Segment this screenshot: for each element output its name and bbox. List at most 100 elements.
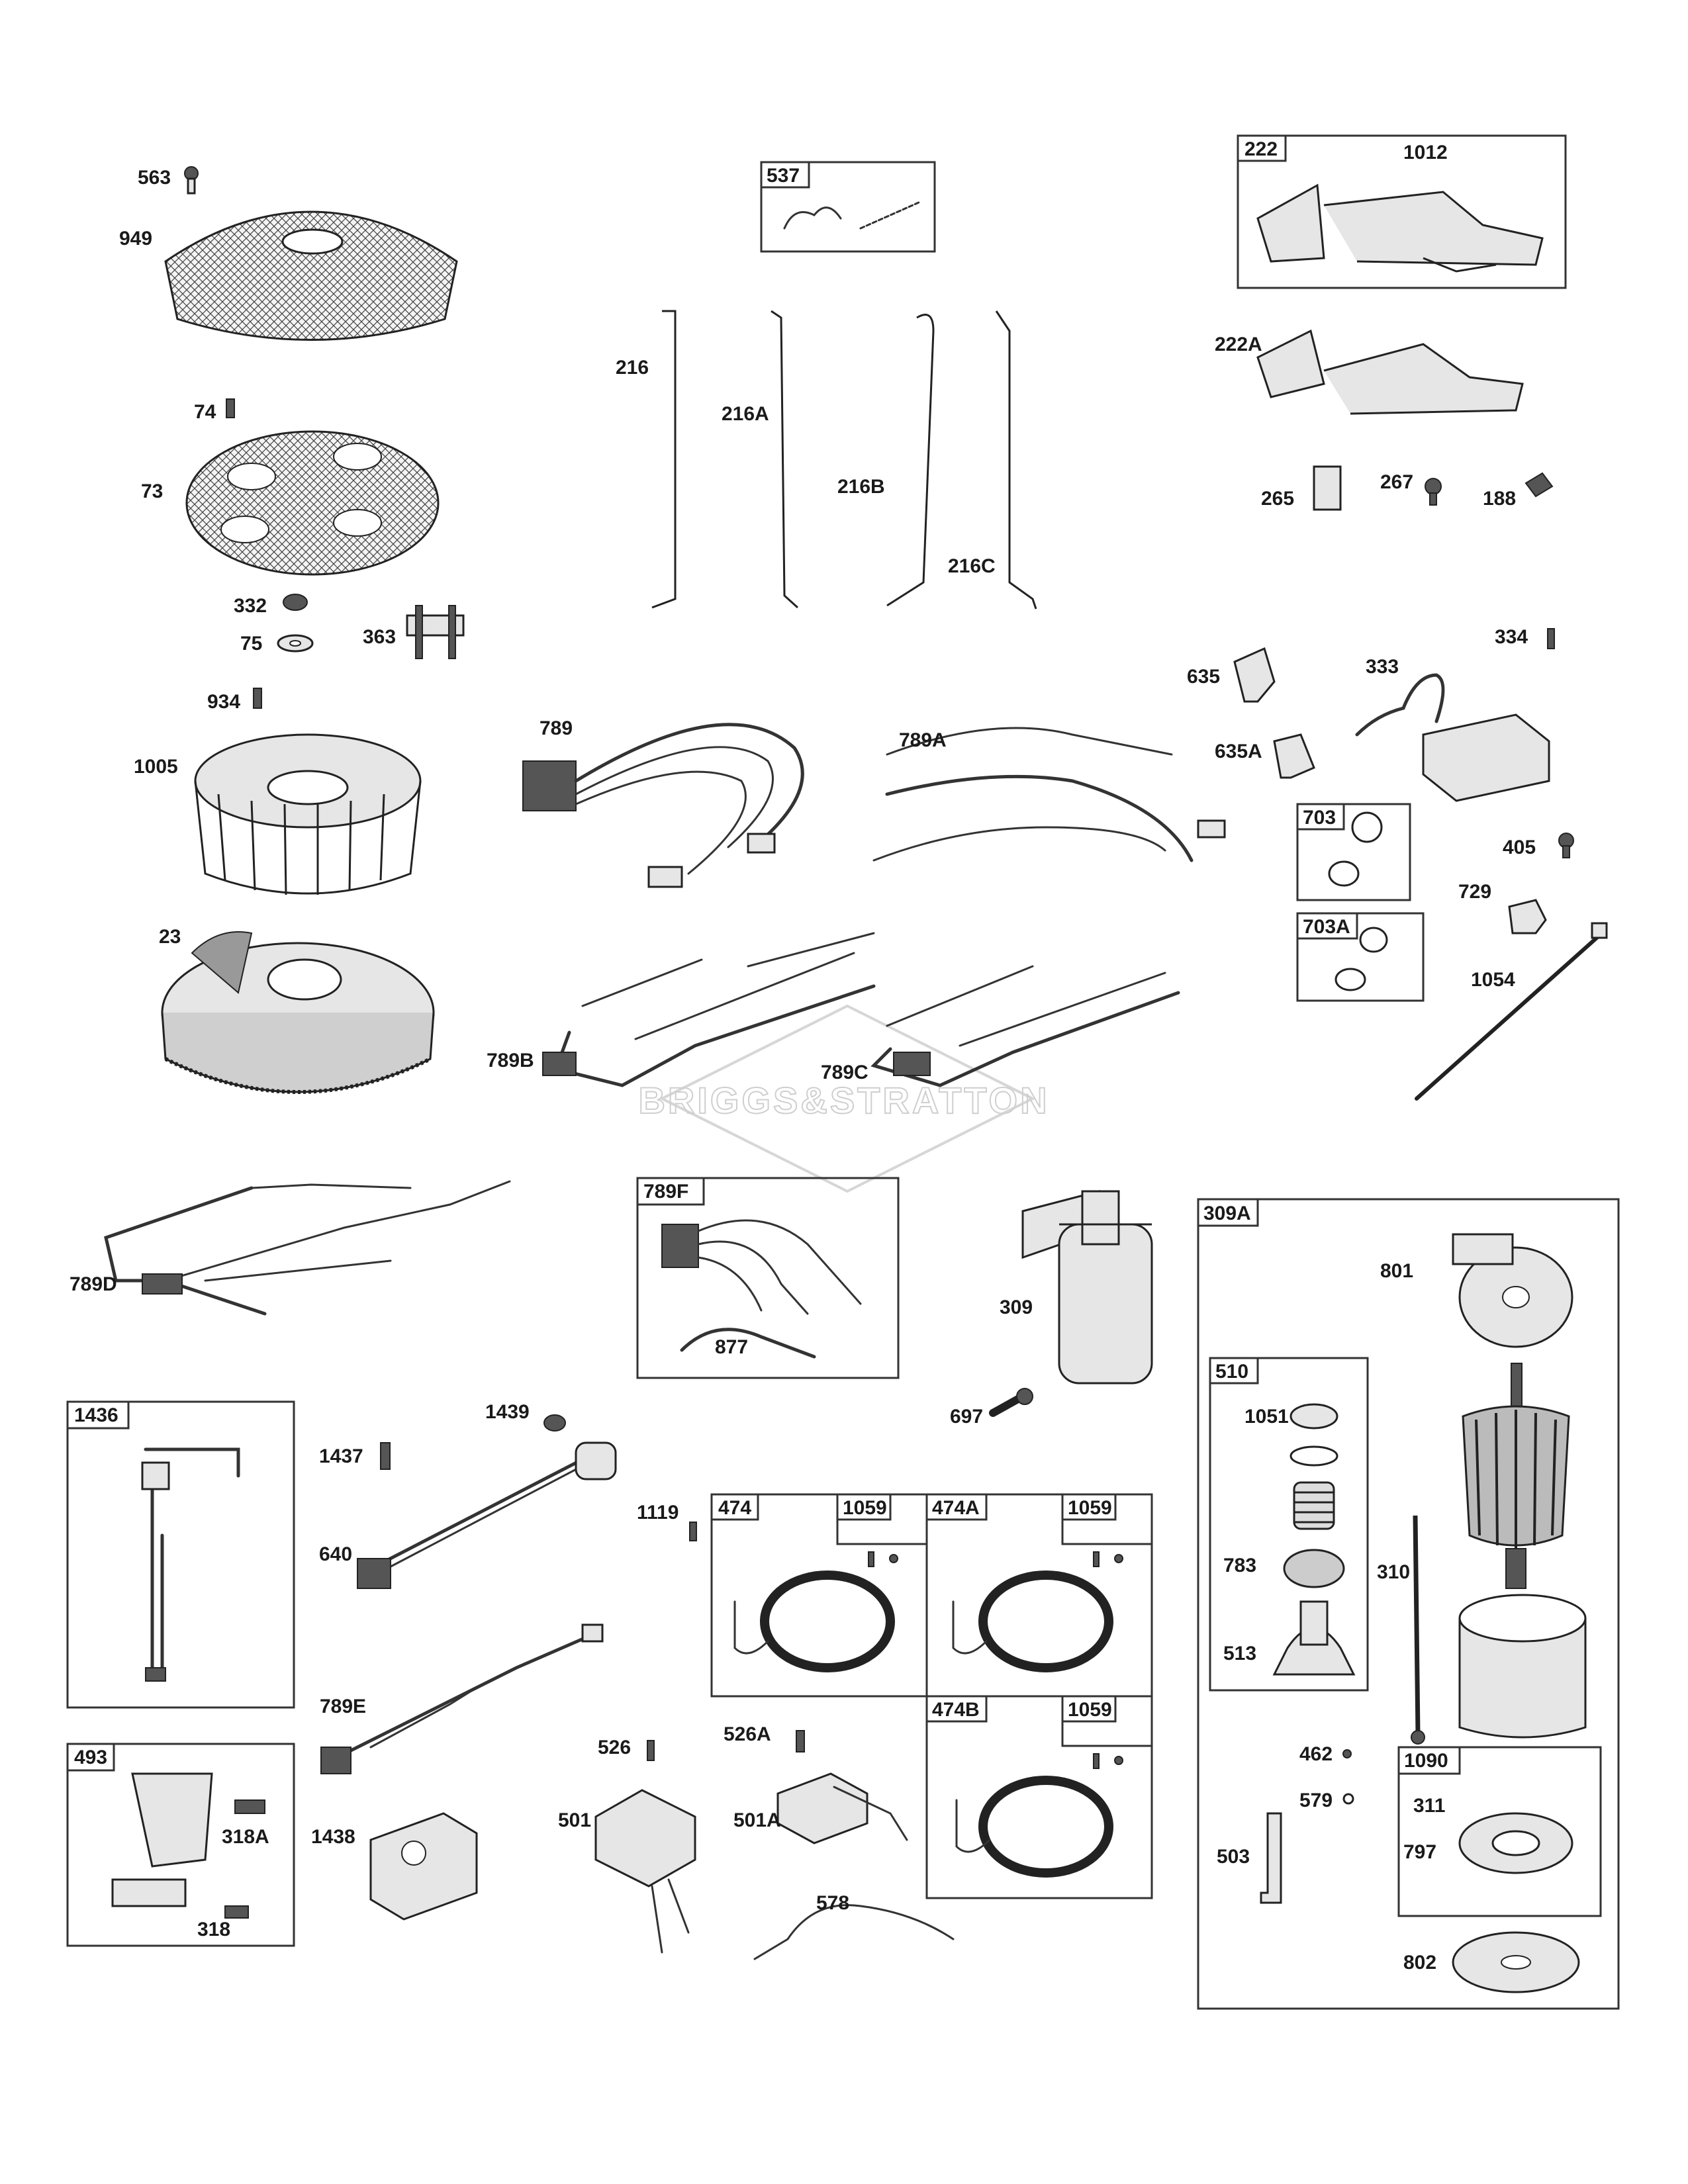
box-309a <box>1197 1198 1620 2010</box>
part-1059-screws-b <box>1093 1551 1123 1567</box>
label-1438: 1438 <box>311 1826 355 1848</box>
part-216c-rod <box>995 310 1037 610</box>
label-309a: 309A <box>1203 1203 1251 1224</box>
part-1059-screws-a <box>868 1551 898 1567</box>
part-563-bolt <box>184 166 199 195</box>
box-222 <box>1237 134 1567 289</box>
label-877: 877 <box>715 1336 748 1358</box>
label-697: 697 <box>950 1406 983 1428</box>
label-1436: 1436 <box>74 1404 118 1426</box>
part-789-harness <box>522 723 804 888</box>
label-510: 510 <box>1215 1361 1248 1383</box>
part-934-screw <box>253 688 262 709</box>
label-1437: 1437 <box>319 1445 363 1467</box>
label-503: 503 <box>1217 1846 1250 1868</box>
part-1437-screw <box>380 1442 391 1470</box>
label-1054: 1054 <box>1471 969 1515 991</box>
label-222a: 222A <box>1215 334 1262 355</box>
label-934: 934 <box>207 691 240 713</box>
label-332: 332 <box>234 595 267 617</box>
label-222: 222 <box>1244 138 1278 160</box>
part-526a-screw <box>796 1730 805 1752</box>
box-1436 <box>66 1400 295 1709</box>
label-334: 334 <box>1495 626 1528 648</box>
watermark-text: BRIGGS&STRATTON <box>638 1079 1049 1121</box>
part-1438-module <box>369 1812 478 1921</box>
label-1005: 1005 <box>134 756 178 778</box>
part-1054-cable-tie <box>1415 922 1608 1101</box>
label-729: 729 <box>1458 881 1491 903</box>
box-537 <box>760 161 936 253</box>
label-311: 311 <box>1413 1795 1445 1817</box>
label-526a: 526A <box>724 1723 771 1745</box>
box-703 <box>1296 803 1411 901</box>
label-310: 310 <box>1377 1561 1410 1583</box>
part-265-clip <box>1313 465 1342 511</box>
label-578: 578 <box>816 1892 849 1914</box>
part-526-screw <box>647 1740 655 1761</box>
part-789c-harness <box>870 965 1180 1087</box>
part-578-wire <box>753 1904 955 1960</box>
box-789f <box>636 1177 900 1379</box>
label-318: 318 <box>197 1919 230 1940</box>
part-309-starter-motor <box>1021 1190 1153 1385</box>
part-334-screw <box>1547 628 1555 649</box>
label-579: 579 <box>1299 1790 1333 1811</box>
box-474b <box>925 1695 1153 1899</box>
label-73: 73 <box>141 480 163 502</box>
part-635a-spark-plug-boot <box>1273 733 1315 779</box>
label-1119: 1119 <box>637 1502 679 1524</box>
part-503-bracket <box>1260 1812 1282 1904</box>
part-188-screw <box>1524 472 1554 498</box>
part-73-grille <box>185 430 440 576</box>
part-armature <box>1462 1363 1570 1589</box>
label-309: 309 <box>1000 1297 1033 1318</box>
label-23: 23 <box>159 926 181 948</box>
label-493: 493 <box>74 1747 107 1768</box>
label-1090: 1090 <box>1404 1750 1448 1772</box>
label-474: 474 <box>718 1497 751 1519</box>
label-635a: 635A <box>1215 741 1262 762</box>
part-310-bolt <box>1411 1515 1425 1745</box>
label-635: 635 <box>1187 666 1220 688</box>
part-74-screw <box>226 398 235 418</box>
label-789e: 789E <box>320 1696 366 1717</box>
label-405: 405 <box>1503 837 1536 858</box>
part-267-screw <box>1425 478 1442 506</box>
part-333-ignition-coil <box>1355 673 1550 802</box>
part-216a-rod <box>771 310 799 609</box>
part-579 <box>1342 1793 1354 1805</box>
label-513: 513 <box>1223 1643 1256 1664</box>
label-783: 783 <box>1223 1555 1256 1576</box>
label-703: 703 <box>1303 807 1336 829</box>
part-332-nut <box>283 594 308 611</box>
label-537: 537 <box>767 165 800 187</box>
callout-labels: 563 949 74 73 332 75 363 934 1005 23 789… <box>70 138 1536 1974</box>
label-267: 267 <box>1380 471 1413 493</box>
label-1051: 1051 <box>1244 1406 1289 1428</box>
label-216a: 216A <box>722 403 769 425</box>
label-1439: 1439 <box>485 1401 530 1423</box>
label-474a: 474A <box>932 1497 980 1519</box>
part-462 <box>1342 1749 1352 1758</box>
box-493 <box>66 1743 295 1947</box>
part-789a-harness <box>872 727 1226 862</box>
part-801-end-cap <box>1452 1233 1573 1348</box>
part-949-blower-housing <box>164 210 458 341</box>
label-75: 75 <box>240 633 262 655</box>
label-797: 797 <box>1403 1841 1436 1863</box>
label-1059-a: 1059 <box>843 1497 887 1519</box>
label-789c: 789C <box>821 1062 868 1083</box>
label-703a: 703A <box>1303 916 1350 938</box>
label-563: 563 <box>138 167 171 189</box>
part-635-spark-plug-boot <box>1233 647 1276 703</box>
part-697-bolt <box>989 1388 1033 1417</box>
label-789: 789 <box>539 717 573 739</box>
label-474b: 474B <box>932 1699 980 1721</box>
part-729-clip <box>1508 899 1547 934</box>
label-789f: 789F <box>643 1181 688 1203</box>
label-216b: 216B <box>837 476 885 498</box>
label-318a: 318A <box>222 1826 269 1848</box>
label-1059-b: 1059 <box>1068 1497 1112 1519</box>
